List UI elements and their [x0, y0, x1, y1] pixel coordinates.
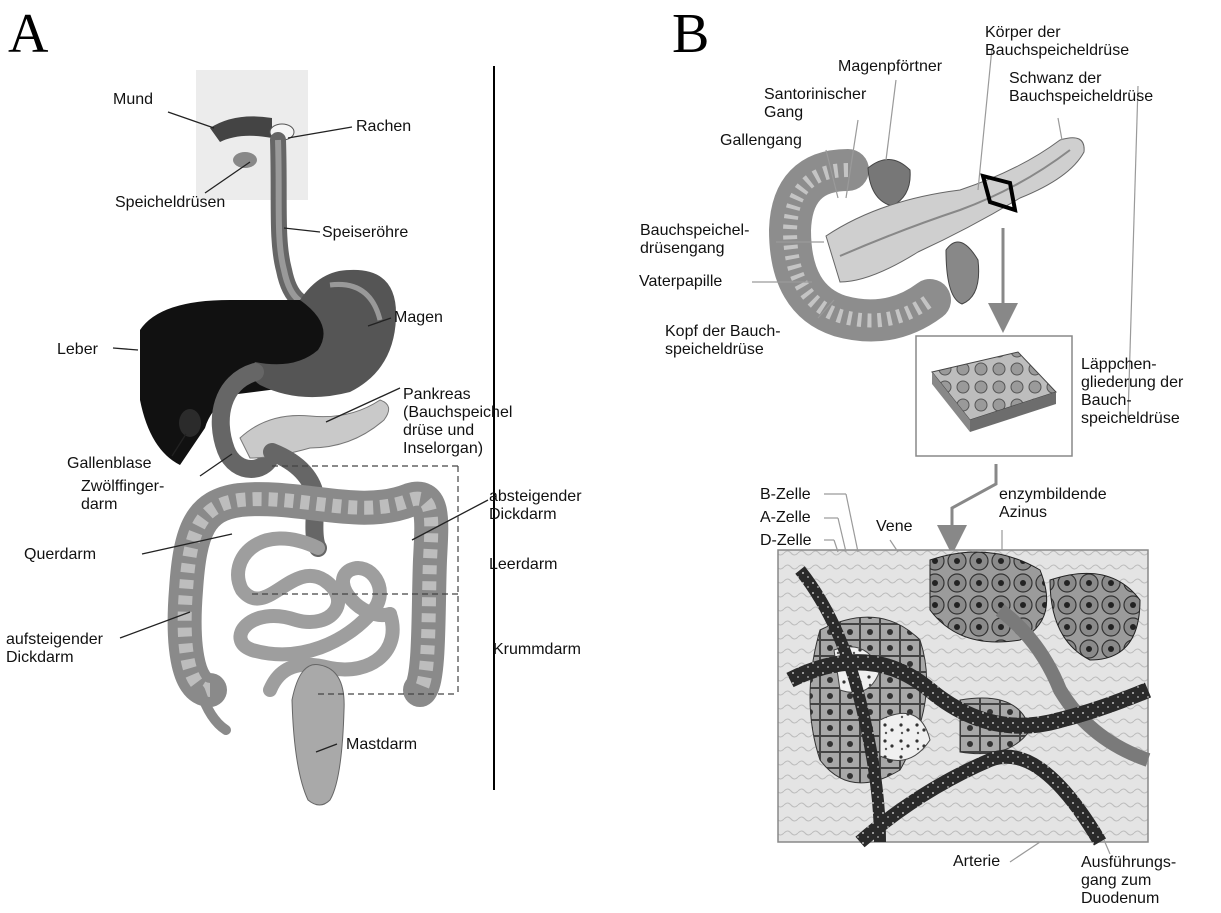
label-mund: Mund — [113, 91, 153, 109]
label-santorinischer-gang: Santorinischer Gang — [764, 86, 866, 122]
label-vaterpapille: Vaterpapille — [639, 273, 722, 291]
label-leber: Leber — [57, 341, 98, 359]
label-schwanz: Schwanz der Bauchspeicheldrüse — [1009, 70, 1153, 106]
label-krummdarm: Krummdarm — [493, 641, 581, 659]
label-speicheldruesen: Speicheldrüsen — [115, 194, 225, 212]
panel-a-letter: A — [8, 6, 48, 62]
label-mastdarm: Mastdarm — [346, 736, 417, 754]
label-gallenblase: Gallenblase — [67, 455, 152, 473]
label-aufsteigender-dickdarm: aufsteigender Dickdarm — [6, 631, 103, 667]
zoom-arrow — [952, 464, 996, 540]
pancreas-illustration — [790, 138, 1084, 321]
label-magenpfoertner: Magenpförtner — [838, 58, 942, 76]
label-speiseroehre: Speiseröhre — [322, 224, 408, 242]
label-magen: Magen — [394, 309, 443, 327]
pylorus — [868, 159, 910, 206]
label-kopf: Kopf der Bauch- speicheldrüse — [665, 323, 781, 359]
label-ausfuehrungsgang: Ausführungs- gang zum Duodenum — [1081, 854, 1176, 908]
label-enzymbildende-azinus: enzymbildende Azinus — [999, 486, 1107, 522]
lobulation-panel — [916, 336, 1072, 456]
label-pankreas: Pankreas (Bauchspeichel drüse und Inselo… — [403, 386, 512, 458]
panel-b-letter: B — [672, 6, 709, 62]
label-bauchspeicheldruesengang: Bauchspeichel- drüsengang — [640, 222, 749, 258]
label-rachen: Rachen — [356, 118, 411, 136]
label-koerper: Körper der Bauchspeicheldrüse — [985, 24, 1129, 60]
label-arterie: Arterie — [953, 853, 1000, 871]
label-b-zelle: B-Zelle — [760, 486, 811, 504]
rectum — [292, 664, 344, 805]
label-querdarm: Querdarm — [24, 546, 96, 564]
histology-panel — [778, 550, 1148, 842]
gallbladder — [179, 409, 201, 437]
label-laeppchengliederung: Läppchen- gliederung der Bauch- speichel… — [1081, 356, 1183, 428]
label-a-zelle: A-Zelle — [760, 509, 811, 527]
label-d-zelle: D-Zelle — [760, 532, 812, 550]
label-vene: Vene — [876, 518, 912, 536]
pancreas — [240, 400, 389, 458]
label-absteigender-dickdarm: absteigender Dickdarm — [489, 488, 582, 524]
label-leerdarm: Leerdarm — [489, 556, 557, 574]
label-gallengang: Gallengang — [720, 132, 802, 150]
label-zwoelffingerdarm: Zwölffinger- darm — [81, 478, 164, 514]
